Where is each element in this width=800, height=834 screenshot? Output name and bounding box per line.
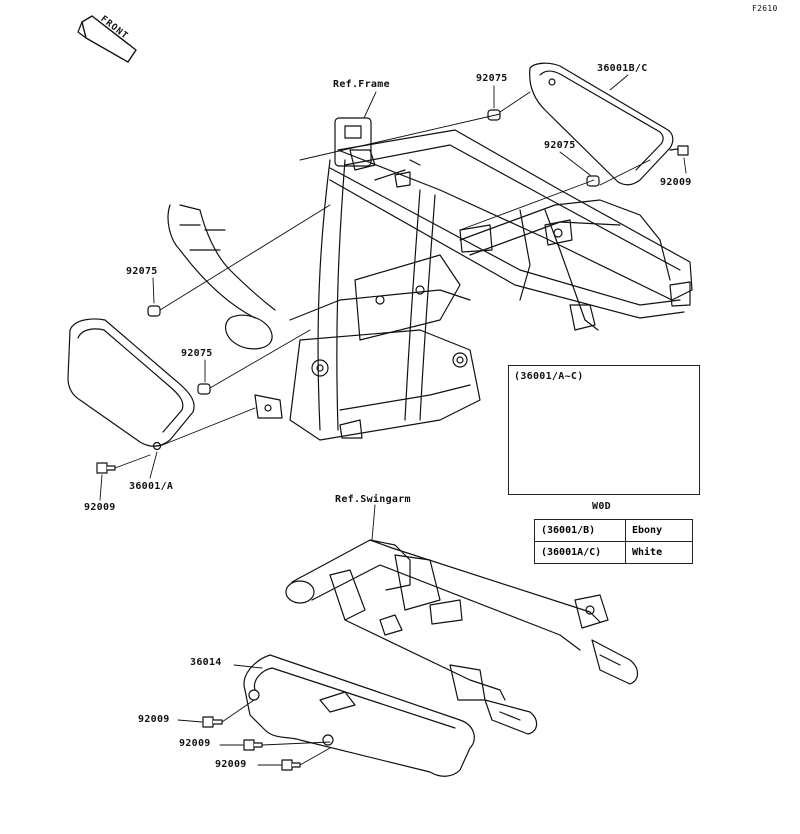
callout-36014: 36014	[190, 657, 222, 668]
callout-92009-s3: 92009	[215, 759, 247, 770]
callout-92009-left: 92009	[84, 502, 116, 513]
color-row-part: (36001A/C)	[534, 541, 626, 564]
inset-caption: W0D	[592, 501, 611, 512]
color-row-color: White	[625, 541, 693, 564]
right-side-cover-36001bc	[529, 62, 674, 186]
inset-box	[508, 365, 700, 495]
inset-title: (36001/A~C)	[514, 371, 584, 382]
front-arrow	[77, 15, 137, 63]
color-row-color: Ebony	[625, 519, 693, 542]
ref-frame-label: Ref.Frame	[333, 79, 390, 90]
callout-92075-mid: 92075	[544, 140, 576, 151]
color-row-part: (36001/B)	[534, 519, 626, 542]
color-row: (36001A/C) White	[534, 541, 693, 564]
frame-drawing	[167, 117, 693, 441]
callout-92075-top: 92075	[476, 73, 508, 84]
chain-guard-36014	[243, 654, 475, 777]
leader-lines	[99, 74, 687, 766]
callout-92009-s1: 92009	[138, 714, 170, 725]
callout-92009-s2: 92009	[179, 738, 211, 749]
figure-code: F2610	[752, 4, 778, 13]
color-row: (36001/B) Ebony	[534, 519, 693, 542]
callout-36001a: 36001/A	[129, 481, 174, 492]
left-side-cover-36001a	[67, 318, 195, 451]
swingarm-drawing	[285, 539, 639, 735]
callout-92009-right: 92009	[660, 177, 692, 188]
callout-92075-left-a: 92075	[126, 266, 158, 277]
color-table: (36001/B) Ebony (36001A/C) White	[534, 519, 693, 564]
ref-swingarm-label: Ref.Swingarm	[335, 494, 411, 505]
callout-92075-left-b: 92075	[181, 348, 213, 359]
callout-36001bc: 36001B/C	[597, 63, 648, 74]
